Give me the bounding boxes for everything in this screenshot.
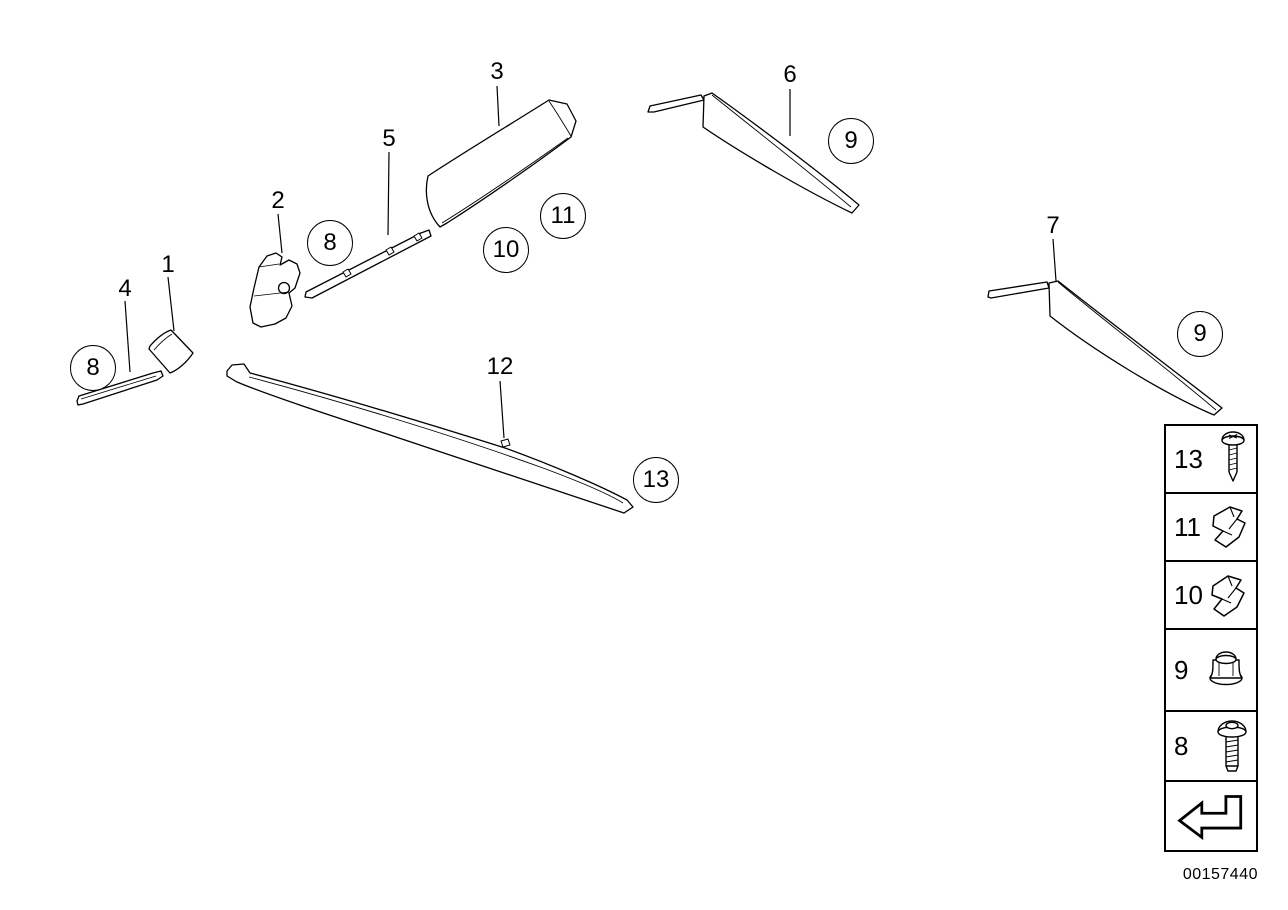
- legend-row-8[interactable]: 8: [1164, 710, 1258, 782]
- part-7-door-trim-rear: [987, 280, 1223, 416]
- part-3-dashboard-trim: [425, 99, 577, 228]
- screw-icon: [1221, 431, 1245, 482]
- callout-2[interactable]: 2: [271, 187, 285, 214]
- callout-6[interactable]: 6: [783, 61, 797, 88]
- legend-row-11[interactable]: 11: [1164, 492, 1258, 562]
- legend-label-11: 11: [1174, 512, 1201, 542]
- legend-label-13: 13: [1174, 444, 1203, 474]
- balloon-8-left[interactable]: 8: [70, 345, 116, 391]
- torx-screw-icon: [1217, 720, 1247, 772]
- callout-1[interactable]: 1: [161, 251, 175, 278]
- diagram-number: 00157440: [1182, 866, 1258, 883]
- callout-3[interactable]: 3: [490, 58, 504, 85]
- fastener-legend: 13 11 10: [1164, 424, 1258, 852]
- lock-nut-icon: [1209, 651, 1243, 686]
- legend-label-10: 10: [1174, 580, 1203, 610]
- balloon-9-right[interactable]: 9: [1177, 311, 1223, 357]
- callout-4[interactable]: 4: [118, 275, 132, 302]
- part-5-rail: [304, 229, 432, 299]
- callout-12[interactable]: 12: [486, 353, 514, 380]
- part-2-bracket: [249, 252, 301, 328]
- balloon-13[interactable]: 13: [633, 457, 679, 503]
- leader-lines: [124, 85, 1057, 439]
- legend-label-9: 9: [1174, 655, 1189, 685]
- part-12-sill-strip: [226, 363, 634, 514]
- balloon-11[interactable]: 11: [540, 193, 586, 239]
- back-arrow-icon: [1177, 795, 1243, 841]
- callout-7[interactable]: 7: [1046, 212, 1060, 239]
- legend-label-8: 8: [1174, 731, 1189, 761]
- legend-row-13[interactable]: 13: [1164, 424, 1258, 494]
- balloon-9-top[interactable]: 9: [828, 118, 874, 164]
- clip-icon: [1211, 575, 1245, 617]
- legend-back-arrow[interactable]: [1164, 780, 1258, 852]
- legend-row-9[interactable]: 9: [1164, 628, 1258, 712]
- part-1-trim-piece: [148, 329, 194, 374]
- balloon-10[interactable]: 10: [483, 227, 529, 273]
- callout-5[interactable]: 5: [382, 125, 396, 152]
- balloon-8-center[interactable]: 8: [307, 220, 353, 266]
- clip-icon: [1212, 506, 1246, 548]
- part-6-door-trim-front: [647, 92, 860, 214]
- legend-row-10[interactable]: 10: [1164, 560, 1258, 630]
